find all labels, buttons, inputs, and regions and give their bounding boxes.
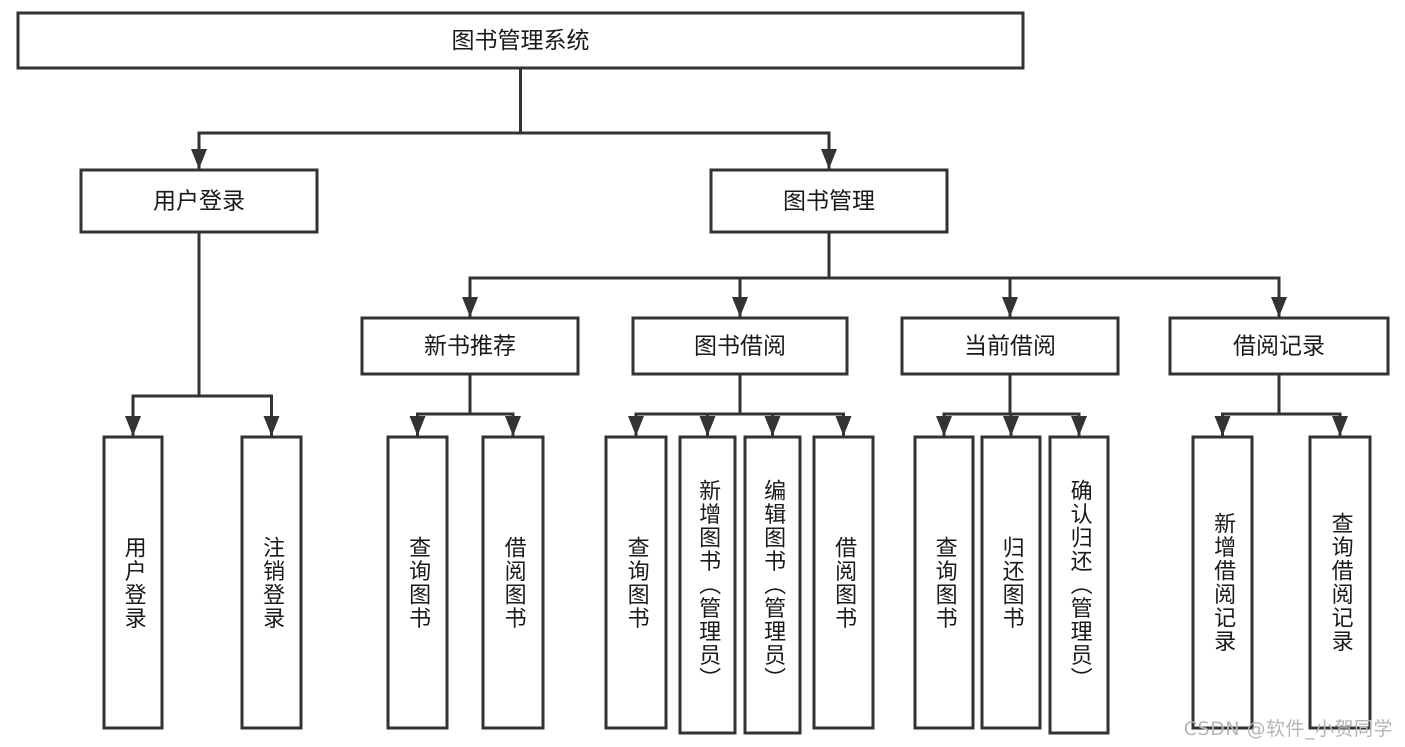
node-leaf-12 — [1308, 435, 1372, 730]
node-leaf-1 — [240, 435, 303, 730]
node-leaf-11 — [1191, 435, 1254, 730]
arrow-head-icon — [1214, 416, 1231, 436]
node-level2-1 — [709, 168, 949, 234]
arrow-head-icon — [125, 416, 141, 436]
node-level3-label-3: 借阅记录 — [1233, 334, 1325, 360]
node-leaf-5 — [678, 435, 737, 735]
node-boxes-layer — [16, 11, 1390, 735]
node-level2-0 — [79, 168, 319, 234]
node-leaf-8 — [913, 435, 975, 730]
arrow-head-icon — [505, 416, 521, 436]
node-level2-label-0: 用户登录 — [153, 189, 245, 215]
arrow-head-icon — [936, 416, 952, 436]
node-level2-label-1: 图书管理 — [783, 189, 875, 215]
arrow-head-icon — [191, 149, 207, 169]
node-level3-label-2: 当前借阅 — [964, 334, 1056, 360]
node-level3-1 — [631, 316, 849, 376]
node-leaf-2 — [386, 435, 449, 730]
arrow-head-icon — [1271, 297, 1287, 317]
node-leaf-4 — [604, 435, 668, 730]
arrow-head-icon — [835, 416, 852, 436]
arrow-head-icon — [263, 416, 280, 436]
watermark-text: CSDN @软件_小贺同学 — [1183, 718, 1393, 740]
node-level3-3 — [1168, 316, 1390, 376]
node-level3-label-1: 图书借阅 — [694, 334, 786, 360]
arrow-head-icon — [699, 416, 716, 436]
node-root-label: 图书管理系统 — [452, 28, 590, 54]
node-leaf-9 — [980, 435, 1042, 730]
arrow-head-icon — [1071, 416, 1087, 436]
node-level3-2 — [900, 316, 1120, 376]
arrow-head-icon — [821, 149, 837, 169]
arrow-head-icon — [1332, 416, 1348, 436]
arrow-head-icon — [628, 416, 644, 436]
arrow-head-icon — [409, 416, 426, 436]
arrow-head-icon — [462, 297, 478, 317]
node-level3-label-0: 新书推荐 — [424, 334, 516, 360]
arrow-head-icon — [764, 416, 781, 436]
arrow-head-icon — [732, 297, 748, 317]
node-leaf-6 — [743, 435, 802, 735]
node-root — [16, 11, 1025, 70]
node-leaf-7 — [812, 435, 875, 730]
connectors-layer — [125, 66, 1348, 437]
node-leaf-10 — [1048, 435, 1110, 735]
arrow-head-icon — [1003, 416, 1019, 436]
node-leaf-0 — [102, 435, 164, 730]
node-level3-0 — [360, 316, 580, 376]
node-leaf-3 — [481, 435, 545, 730]
arrow-head-icon — [1002, 297, 1018, 317]
